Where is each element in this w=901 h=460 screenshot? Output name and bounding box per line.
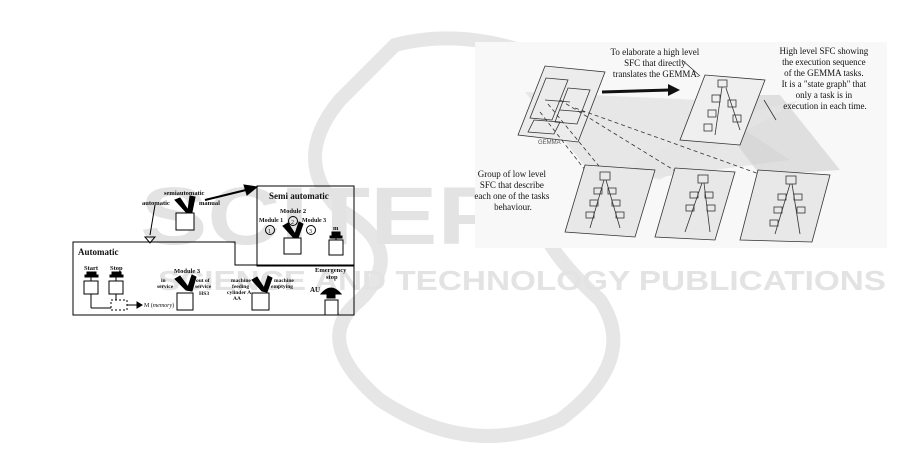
label-machine-feeding: machine feeding cylinder A AA	[227, 278, 252, 302]
low-level-sfc-plane-1	[564, 164, 656, 238]
stop-button	[108, 271, 124, 295]
automatic-title: Automatic	[78, 247, 119, 257]
pointer-top-caption	[681, 59, 701, 77]
low-level-sfc-plane-2	[654, 167, 736, 241]
arrow-head-semi	[243, 184, 259, 196]
label-manual: manual	[199, 200, 220, 207]
label-memory: M (memory)	[144, 302, 174, 309]
label-start: Start	[84, 265, 99, 272]
label-module1: Module 1	[259, 218, 283, 224]
memory-wiring	[90, 294, 143, 311]
semi-automatic-title: Semi automatic	[269, 191, 329, 201]
label-semiautomatic: semiautomatic	[164, 190, 205, 197]
low-level-sfc-plane-3	[739, 169, 831, 243]
label-out-of-service: out of service HS3	[195, 278, 213, 297]
module3-circle	[306, 225, 316, 235]
mode-selector-switch	[174, 195, 196, 231]
arrow-gemma-to-sfc	[601, 88, 671, 94]
label-machine-emptying: machine emptying	[271, 278, 295, 290]
label-module3-top: Module 3	[302, 218, 326, 224]
caption-low-level-sfc: Group of low level SFC that describe eac…	[474, 169, 551, 212]
emergency-stop-button	[319, 287, 343, 316]
right-figure-labels: To elaborate a high level SFC that direc…	[474, 46, 870, 212]
label-automatic: automatic	[142, 200, 170, 207]
label-module2: Module 2	[280, 208, 306, 215]
left-figure-labels: Semi automatic Automatic semiautomatic a…	[78, 190, 348, 309]
label-in-service: in service	[157, 278, 174, 290]
high-level-sfc-plane	[679, 74, 766, 146]
m-button	[328, 231, 344, 256]
right-figure: GEMMA	[475, 42, 887, 248]
start-button	[83, 271, 99, 295]
machine-switch	[251, 275, 273, 311]
label-emergency-stop: Emergency stop	[315, 267, 348, 281]
caption-high-level-sfc: High level SFC showing the execution seq…	[779, 46, 870, 111]
module2-circle	[288, 216, 298, 226]
gemma-label: GEMMA	[538, 140, 561, 146]
label-stop: Stop	[110, 265, 123, 272]
projection-shade-1	[525, 92, 790, 185]
semi-automatic-box	[256, 185, 355, 267]
module3-switch	[174, 274, 197, 311]
num-1: 1	[268, 229, 271, 235]
module1-circle	[265, 225, 275, 235]
arrow-gemma-to-sfc-head	[668, 84, 680, 96]
num-3: 3	[309, 229, 312, 235]
arrow-to-semi	[204, 189, 247, 201]
num-2: 2	[291, 220, 294, 226]
automatic-pointer	[149, 204, 156, 236]
automatic-pointer-head	[143, 236, 157, 244]
label-m: m	[333, 225, 339, 232]
watermark-sub-text: SCIENCE AND TECHNOLOGY PUBLICATIONS	[158, 265, 886, 296]
gemma-plane	[517, 65, 606, 143]
label-au: AU	[310, 286, 320, 294]
pointer-right-caption	[763, 99, 777, 121]
left-figure	[72, 184, 355, 316]
caption-elaborate: To elaborate a high level SFC that direc…	[610, 47, 701, 79]
module2-switch	[282, 221, 304, 255]
automatic-box	[72, 241, 355, 316]
label-module3: Module 3	[174, 268, 201, 275]
